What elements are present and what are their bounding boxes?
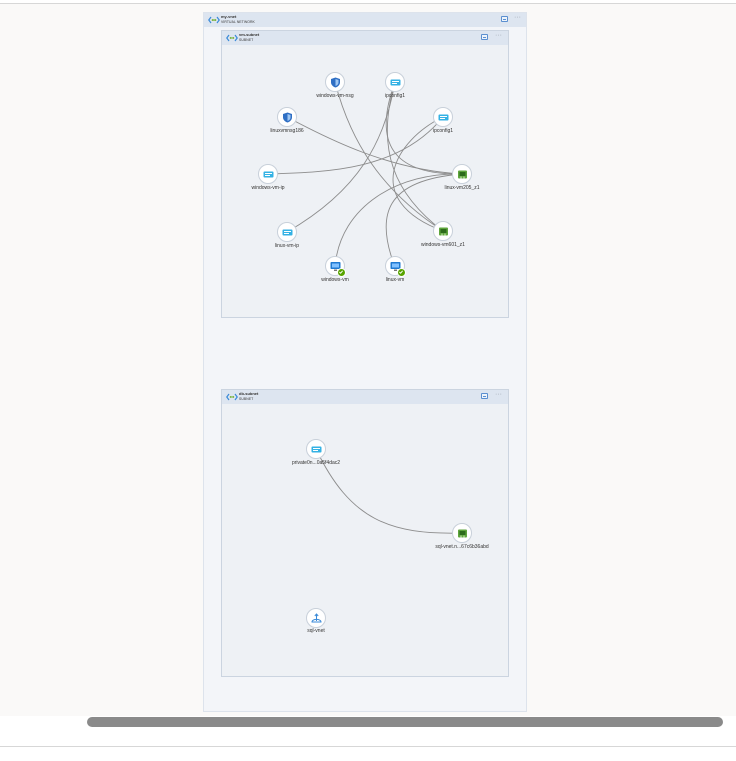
more-options-icon[interactable]: ···	[495, 32, 502, 39]
vnet-title: my-vnet	[221, 14, 237, 19]
node-label: private0n...0a5f4dac2	[291, 460, 341, 466]
vm-node[interactable]	[325, 256, 346, 277]
db-subnet-title: db-subnet	[239, 391, 259, 396]
vm-node[interactable]	[385, 256, 406, 277]
shield-icon	[331, 77, 340, 88]
ip-config-icon	[263, 171, 274, 178]
nic-node[interactable]	[452, 164, 472, 184]
nsg-node[interactable]	[325, 72, 345, 92]
vm-subnet-title: vm-subnet	[239, 32, 260, 37]
public-ip-node[interactable]	[258, 164, 278, 184]
vm-subnet-subtitle: SUBNET	[239, 37, 254, 42]
nic-node[interactable]	[452, 523, 472, 543]
node-label: ipconfig1	[384, 93, 406, 99]
collapse-icon[interactable]	[501, 16, 508, 22]
node-label: linux-vm205_z1	[444, 185, 480, 191]
subnet-icon	[226, 34, 238, 42]
private-endpoint-icon	[311, 446, 322, 453]
nsg-node[interactable]	[277, 107, 297, 127]
ip-config-icon	[438, 114, 449, 121]
vnet-subtitle: VIRTUAL NETWORK	[221, 19, 255, 24]
collapse-icon[interactable]	[481, 393, 488, 399]
check-badge-icon	[337, 268, 346, 277]
subnet-icon	[226, 393, 238, 401]
shield-icon	[283, 112, 292, 123]
node-label: linux-vm	[385, 277, 405, 283]
ip-config-icon	[390, 79, 401, 86]
network-interface-icon	[458, 529, 467, 538]
virtual-machine-icon	[390, 262, 401, 271]
bottom-divider	[0, 746, 736, 747]
node-label: linuxvmnsg186	[270, 128, 304, 134]
db-subnet-subtitle: SUBNET	[239, 396, 254, 401]
db-subnet-header: db-subnet SUBNET ···	[222, 390, 508, 404]
virtual-machine-icon	[330, 262, 341, 271]
collapse-icon[interactable]	[481, 34, 488, 40]
node-label: windows-vm	[321, 277, 349, 283]
public-ip-node[interactable]	[277, 222, 297, 242]
node-label: linux-vm-ip	[274, 243, 300, 249]
ip-config-node[interactable]	[385, 72, 405, 92]
node-label: windows-vm-ip	[251, 185, 285, 191]
node-label: windows-vm-nsg	[316, 93, 354, 99]
private-link-icon	[311, 613, 322, 623]
nic-node[interactable]	[433, 221, 453, 241]
node-label: sql-vnet	[307, 628, 325, 634]
private-endpoint-node[interactable]	[306, 439, 326, 459]
vm-subnet-header: vm-subnet SUBNET ···	[222, 31, 508, 45]
ip-config-node[interactable]	[433, 107, 453, 127]
node-label: ipconfig1	[432, 128, 454, 134]
more-options-icon[interactable]: ···	[495, 391, 502, 398]
node-label: windows-vm601_z1	[421, 242, 465, 248]
node-label: sql-vnet.n...67c6b36abd	[435, 544, 489, 550]
network-interface-icon	[458, 170, 467, 179]
more-options-icon[interactable]: ···	[514, 14, 521, 21]
check-badge-icon	[397, 268, 406, 277]
horizontal-scrollbar[interactable]	[87, 717, 723, 727]
ip-config-icon	[282, 229, 293, 236]
network-interface-icon	[439, 227, 448, 236]
private-link-node[interactable]	[306, 608, 326, 628]
virtual-network-icon	[208, 16, 220, 24]
top-divider	[0, 3, 736, 4]
vnet-header: my-vnet VIRTUAL NETWORK ···	[204, 13, 526, 27]
